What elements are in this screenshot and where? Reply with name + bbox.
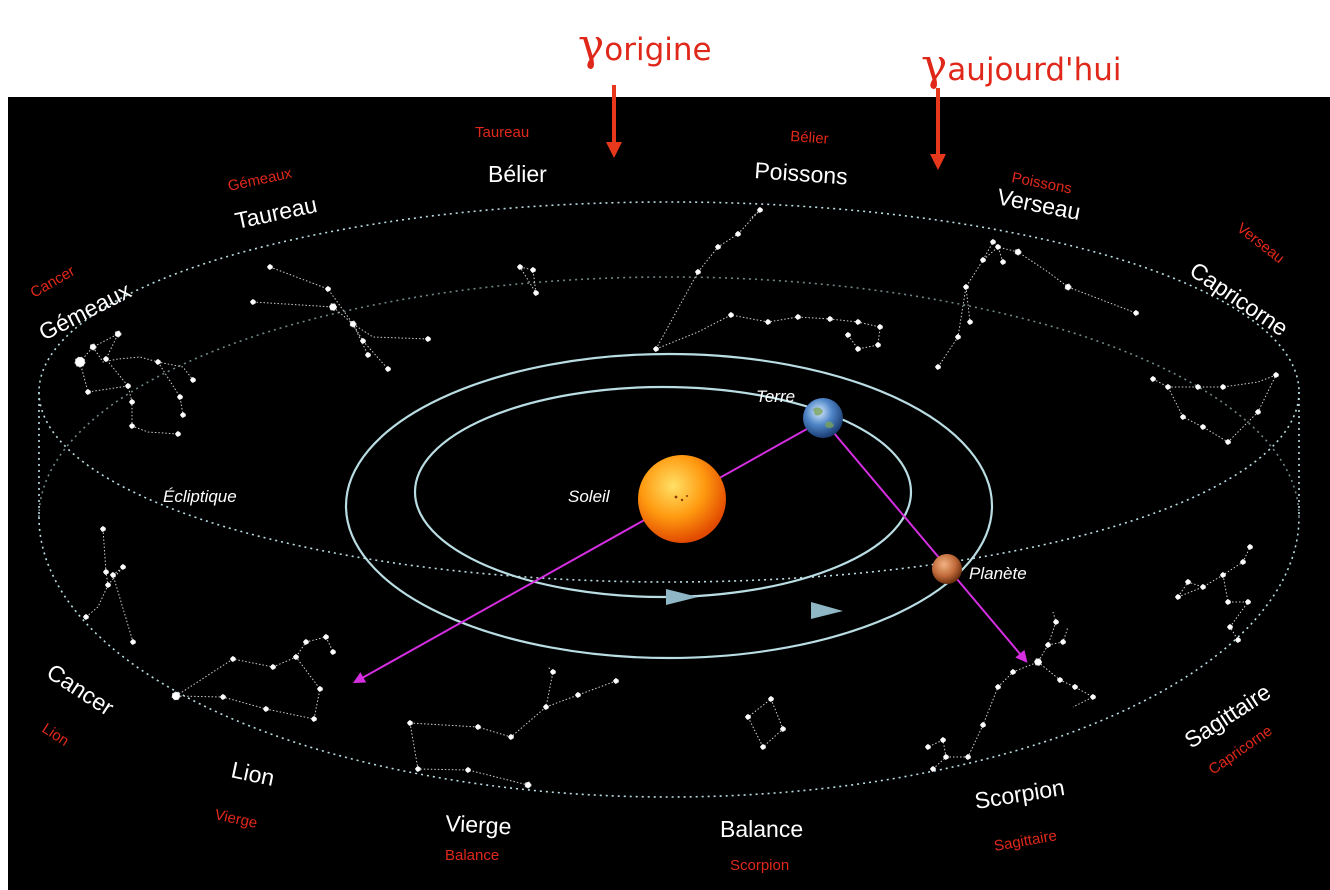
sign-label-cancer: Lion — [39, 720, 72, 750]
sun-label: Soleil — [568, 487, 611, 506]
ecliptic-label: Écliptique — [163, 487, 237, 506]
sign-label-taureau: Gémeaux — [226, 165, 294, 195]
star-pattern-capricorne — [1150, 372, 1279, 445]
gamma-symbol: γ — [578, 20, 605, 71]
sight-lines — [352, 419, 1028, 684]
star-pattern-taureau — [250, 264, 431, 372]
sun-sight-line — [352, 419, 824, 684]
zodiac-diagram: Terre Soleil Planète Écliptique — [8, 97, 1330, 890]
zodiac-band-bottom-edge — [38, 516, 1300, 798]
constellation-label-scorpion: Scorpion — [973, 774, 1067, 814]
diagram-canvas: Terre Soleil Planète Écliptique — [28, 124, 1300, 874]
sign-label-lion: Vierge — [213, 806, 259, 832]
zodiac-band — [38, 201, 1300, 798]
star-pattern-poissons — [653, 207, 883, 352]
star-pattern-vierge — [407, 666, 619, 789]
constellation-label-taureau: Taureau — [233, 191, 320, 234]
planet-sight-line — [822, 419, 1028, 663]
gamma-origin-text: origine — [604, 32, 712, 68]
constellation-stars — [74, 207, 1279, 789]
sign-label-gemeaux: Cancer — [28, 263, 78, 302]
constellation-label-balance: Balance — [720, 816, 803, 842]
sign-label-poissons: Bélier — [790, 128, 829, 148]
orbit-direction-arrow — [666, 589, 698, 605]
star-pattern-sagittaire — [1175, 544, 1253, 643]
star-pattern-scorpion — [925, 611, 1096, 772]
earth — [803, 398, 843, 438]
constellation-label-lion: Lion — [229, 756, 277, 790]
constellation-label-vierge: Vierge — [445, 810, 512, 839]
planet-label: Planète — [969, 564, 1027, 583]
sign-label-vierge: Balance — [445, 847, 499, 864]
star-pattern-balance — [745, 696, 786, 750]
star-pattern-gemeaux — [74, 330, 196, 437]
earth-orbit — [413, 385, 913, 599]
sign-label-belier: Taureau — [475, 124, 529, 141]
star-pattern-verseau — [935, 239, 1139, 370]
earth-label: Terre — [756, 387, 795, 406]
sign-label-scorpion: Sagittaire — [993, 827, 1058, 855]
constellation-label-capricorne: Capricorne — [1185, 257, 1293, 341]
star-pattern-belier — [517, 264, 539, 296]
gamma-symbol: γ — [921, 40, 948, 91]
orbit-direction-arrow — [811, 602, 843, 619]
gamma-today-text: aujourd'hui — [947, 52, 1122, 88]
constellation-label-cancer: Cancer — [42, 658, 119, 720]
gamma-today-label: γaujourd'hui — [921, 40, 1121, 91]
orbits — [344, 352, 994, 660]
sun — [638, 455, 726, 543]
gamma-origin-label: γorigine — [578, 20, 712, 71]
planet — [932, 554, 962, 584]
sign-label-capricorne: Verseau — [1234, 220, 1288, 267]
arrows-layer — [0, 0, 1330, 97]
star-pattern-lion — [171, 634, 336, 722]
star-pattern-cancer — [83, 526, 136, 645]
zodiac-band-bottom-back — [38, 276, 1300, 518]
constellation-label-poissons: Poissons — [754, 157, 849, 189]
constellation-label-belier: Bélier — [488, 161, 547, 187]
planet-orbit — [344, 352, 994, 660]
sign-label-balance: Scorpion — [730, 857, 789, 874]
